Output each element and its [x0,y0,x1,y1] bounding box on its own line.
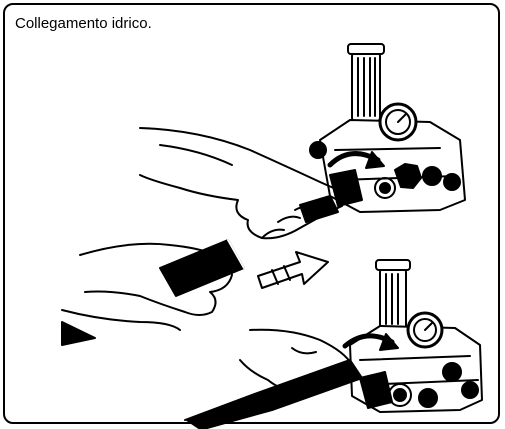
pressure-gauge-icon-top [380,104,416,140]
hose-end-left [62,310,180,345]
insert-arrow-icon [258,252,328,288]
hose-icon [185,360,362,429]
quick-coupler [160,240,244,296]
coupling-top [300,196,338,222]
pressure-gauge-icon-bottom [408,313,442,347]
